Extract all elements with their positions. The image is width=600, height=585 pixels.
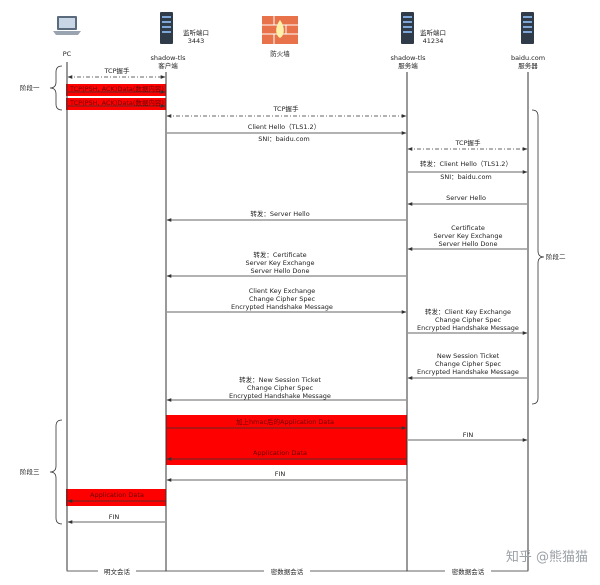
client-name: shadow-tls [151,54,187,62]
msg-nst-1: New Session Ticket [437,352,500,360]
phase-three-label: 阶段三 [20,467,40,476]
msg-app-data-2: Application Data [253,449,307,457]
firewall-label: 防火墙 [270,49,290,58]
msg-fwd-nst-3: Encrypted Handshake Message [229,392,331,400]
msg-cke-1: Client Key Exchange [249,287,316,295]
msg-app-data-1: 加上hmac后的Application Data [236,417,334,426]
client-role: 客户端 [158,61,178,70]
msg-fin-client-pc: FIN [109,513,120,521]
msg-client-hello: Client Hello（TLS1.2） [248,123,320,131]
msg-fin-server-client: FIN [275,470,286,478]
server-icon [160,12,173,44]
msg-tcp-client-server: TCP握手 [272,104,299,113]
highlight-band [66,98,166,110]
phase-one-brace [49,65,63,111]
msg-fwd-cert-2: Server Key Exchange [246,259,315,267]
msg-cert-1: Certificate [451,224,485,232]
server-name: shadow-tls [391,54,427,62]
laptop-icon [53,16,81,35]
cipher-session-label-1: 密数据会话 [271,567,304,576]
cipher-session-label-2: 密数据会话 [452,567,485,576]
baidu-role: 服务器 [518,61,538,70]
msg-tcp-server-baidu: TCP握手 [454,138,481,147]
msg-nst-3: Encrypted Handshake Message [417,368,519,376]
phase-two-label: 阶段二 [546,252,566,261]
server-role: 服务端 [398,61,418,70]
highlight-band [166,415,407,465]
client-port: 3443 [188,37,205,45]
msg-tcp-pc-client: TCP握手 [103,66,130,75]
msg-fwd-client-hello: 转发：Client Hello（TLS1.2） [420,159,512,168]
phase-one-label: 阶段一 [20,83,40,92]
zhihu-watermark: 知乎 @熊猫猫 [505,550,588,565]
client-port-label: 监听端口 [183,28,209,37]
msg-sni: SNI：baidu.com [258,135,310,143]
server-icon [521,12,534,44]
msg-cert-2: Server Key Exchange [434,232,503,240]
msg-data-1: TCP(PSH, ACK)Data(数据内容) [69,84,164,93]
msg-cke-2: Change Cipher Spec [249,295,316,303]
pc-label: PC [63,50,72,58]
msg-fwd-cke-3: Encrypted Handshake Message [417,324,519,332]
msg-app-data-3: Application Data [90,491,144,499]
msg-server-hello: Server Hello [446,194,486,202]
server-port-label: 监听端口 [420,28,446,37]
server-icon [401,12,414,44]
phase-three-brace [49,419,63,525]
msg-nst-2: Change Cipher Spec [435,360,502,368]
firewall-icon [262,16,298,44]
server-port: 41234 [423,37,444,45]
msg-fwd-nst-2: Change Cipher Spec [247,384,314,392]
highlight-band [66,84,166,96]
msg-fwd-sni: SNI：baidu.com [440,173,492,181]
msg-fwd-cert-1: 转发：Certificate [253,250,306,259]
plain-session-label: 明文会话 [104,567,131,576]
msg-data-2: TCP(PSH, ACK)Data(数据内容) [69,98,164,107]
msg-fwd-cke-1: 转发：Client Key Exchange [425,307,511,316]
baidu-name: baidu.com [511,54,545,62]
msg-fwd-cke-2: Change Cipher Spec [435,316,502,324]
msg-fwd-cert-3: Server Hello Done [250,267,309,275]
phase-two-brace [531,109,545,405]
msg-fin-server-baidu: FIN [463,431,474,439]
msg-fwd-nst-1: 转发：New Session Ticket [239,375,321,384]
highlight-band [66,489,166,506]
msg-cke-3: Encrypted Handshake Message [231,303,333,311]
msg-cert-3: Server Hello Done [438,240,497,248]
msg-fwd-server-hello: 转发：Server Hello [250,209,309,218]
